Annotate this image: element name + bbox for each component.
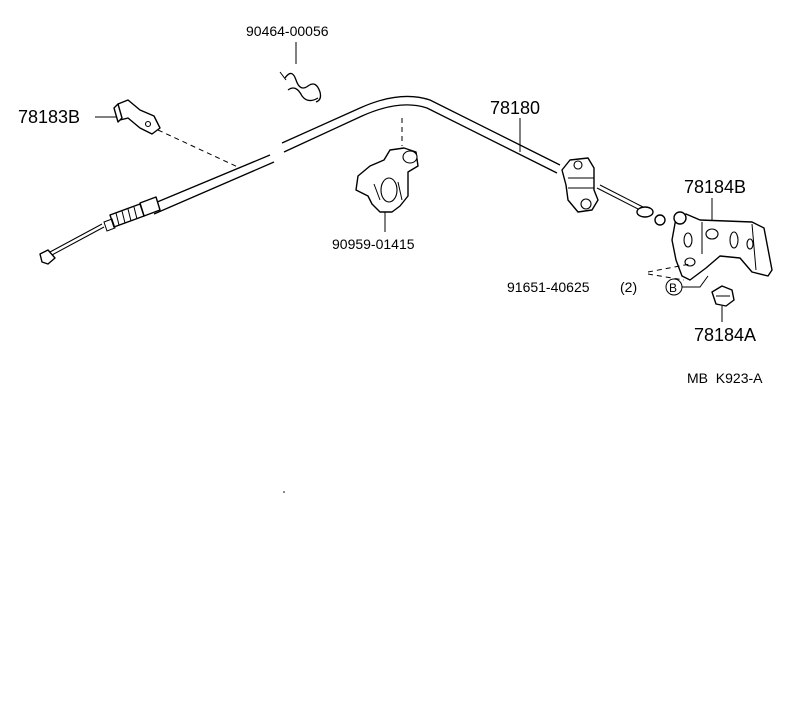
- leader-91651: [682, 275, 709, 288]
- stopper-78184a[interactable]: [711, 285, 735, 307]
- bracket-pin: [673, 211, 687, 225]
- label-78180: 78180: [490, 98, 540, 118]
- label-78183b: 78183B: [18, 107, 80, 127]
- accelerator-cable[interactable]: [149, 95, 666, 226]
- dashline-91651-a: [647, 263, 691, 273]
- label-90959-01415: 90959-01415: [332, 236, 415, 252]
- wire-clip-90464[interactable]: [279, 71, 322, 103]
- label-90464-00056: 90464-00056: [246, 23, 329, 39]
- label-bolt-qty: (2): [620, 279, 637, 295]
- label-78184a: 78184A: [694, 325, 756, 345]
- label-78184b: 78184B: [684, 177, 746, 197]
- cable-end-fitting-right: [636, 206, 654, 218]
- label-diagram-code: MB K923-A: [687, 370, 763, 386]
- cable-clamp-90959[interactable]: [355, 147, 419, 213]
- cable-adjuster-left: [39, 196, 161, 265]
- cable-end-ball-right: [654, 214, 666, 226]
- label-bolt-marker: B: [669, 281, 677, 295]
- cable-end-ball-left: [39, 249, 56, 265]
- label-91651-40625: 91651-40625: [507, 279, 590, 295]
- dashline-91651-b: [647, 273, 685, 281]
- stray-dot: [283, 491, 285, 493]
- dashline-78183b: [157, 129, 241, 169]
- cable-end-fitting-78180: [561, 157, 599, 213]
- bracket-78183b[interactable]: [113, 99, 161, 135]
- bracket-78184b[interactable]: [671, 213, 773, 281]
